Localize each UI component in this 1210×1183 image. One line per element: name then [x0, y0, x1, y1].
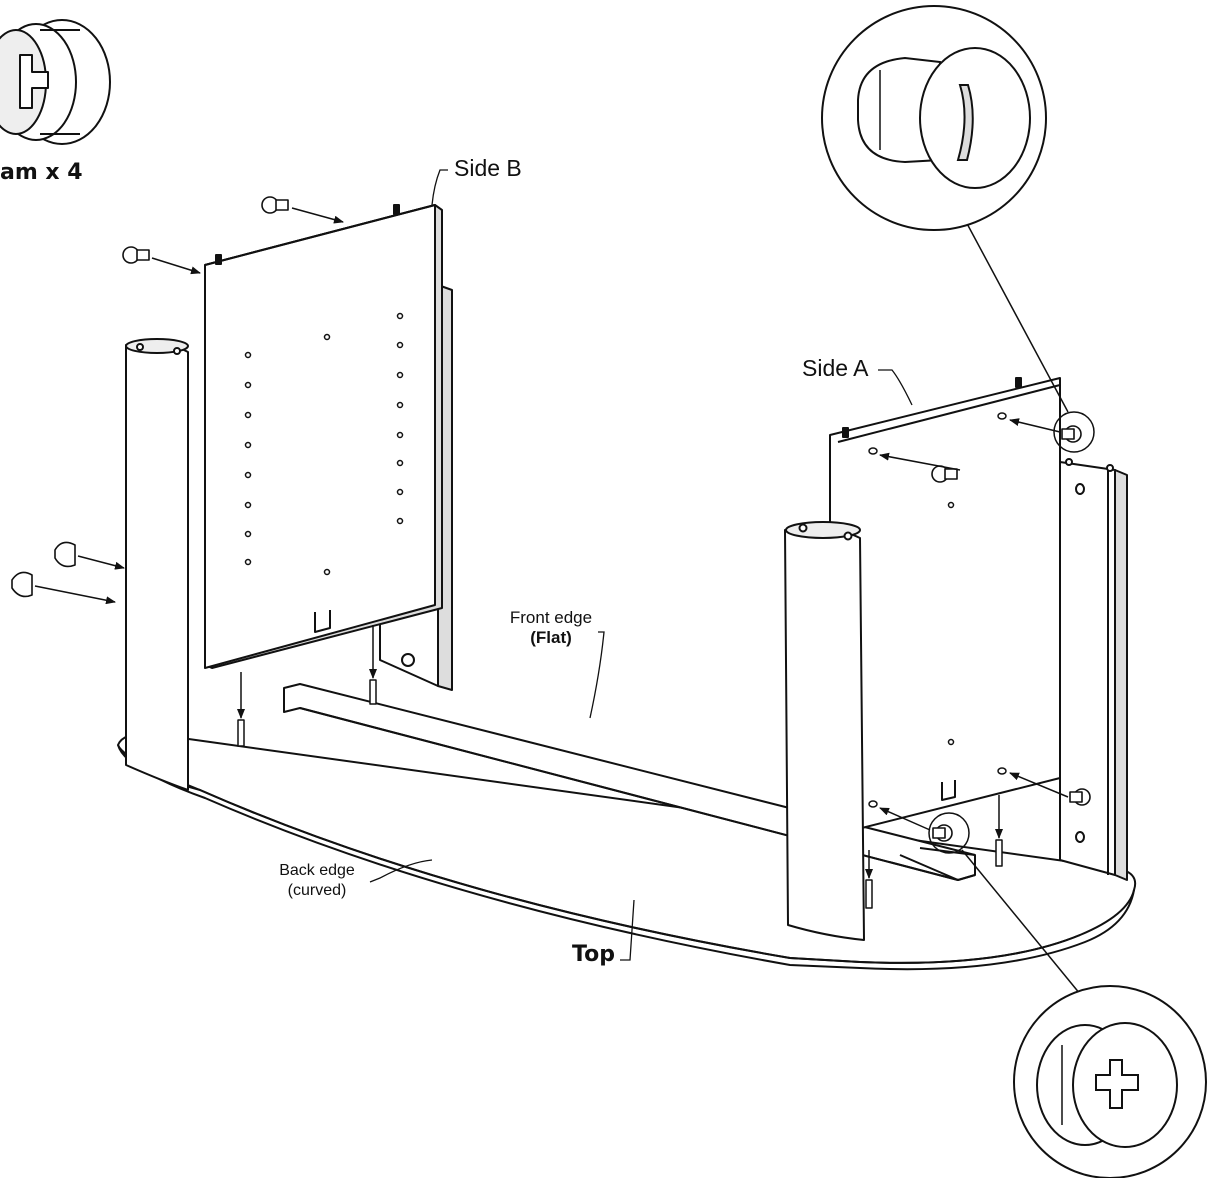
- cam-lock-icon: [0, 19, 111, 145]
- side-a-panel: [829, 377, 1061, 837]
- front-edge-line1: Front edge: [509, 608, 593, 627]
- leg-front-right: [784, 521, 865, 941]
- cam-bolt-zoom: [821, 5, 1047, 231]
- leg-back-right: [1059, 458, 1128, 881]
- cam-quantity-label: am x 4: [0, 160, 83, 185]
- leg-front-left: [125, 338, 189, 791]
- back-edge-line1: Back edge: [279, 862, 355, 879]
- cam-bolt-icon: [11, 196, 1091, 842]
- side-b-label: Side B: [454, 155, 522, 181]
- back-edge-label: Back edge (curved): [262, 861, 372, 901]
- cam-lock-zoom: [1013, 985, 1207, 1179]
- back-edge-line2: (curved): [287, 882, 347, 899]
- side-b-panel: [204, 204, 443, 669]
- front-edge-line2: (Flat): [530, 628, 572, 647]
- side-a-label: Side A: [802, 355, 869, 381]
- front-edge-label: Front edge (Flat): [496, 608, 606, 648]
- top-label: Top: [572, 942, 615, 967]
- dowel-screw-icon: [237, 679, 1003, 909]
